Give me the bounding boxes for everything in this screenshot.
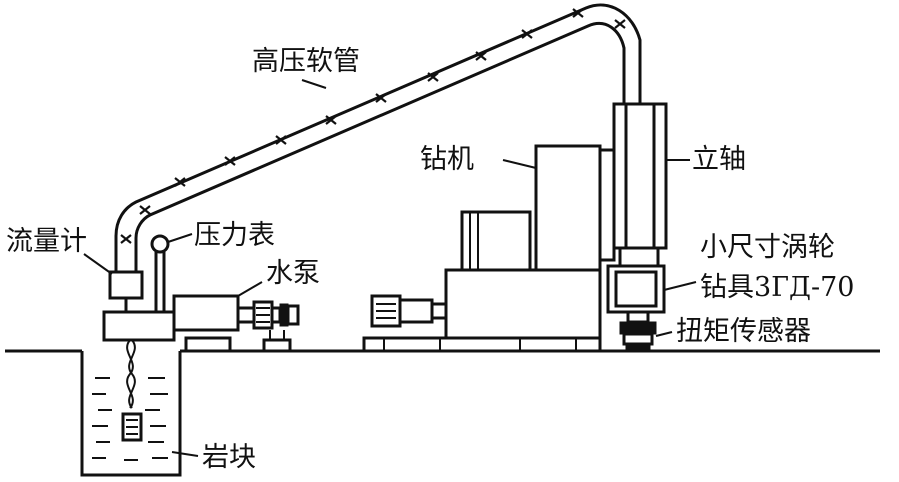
hose-cross-marks <box>120 8 626 244</box>
label-pressure-gauge: 压力表 <box>194 220 275 251</box>
wellhead-block <box>102 310 176 342</box>
label-torque-sensor: 扭矩传感器 <box>676 316 811 347</box>
torque-sensor <box>619 321 657 351</box>
vertical-shaft <box>612 102 668 268</box>
label-rock-block: 岩块 <box>202 442 256 473</box>
flowmeter <box>108 270 144 300</box>
pressure-gauge <box>150 233 193 312</box>
water-pump <box>172 294 300 353</box>
turbine-drilling-tool <box>606 264 666 324</box>
water-dashes <box>92 377 168 461</box>
label-flowmeter: 流量计 <box>6 226 87 257</box>
drill-rig <box>362 144 616 353</box>
leader-lines <box>83 79 697 457</box>
label-turbine-tool-line2: 钻具3ГД-70 <box>700 272 855 303</box>
water-pit <box>80 339 182 477</box>
label-water-pump: 水泵 <box>266 258 320 289</box>
label-drill-rig: 钻机 <box>420 144 474 175</box>
label-turbine-tool-line1: 小尺寸涡轮 <box>700 232 835 263</box>
high-pressure-hose <box>114 3 642 272</box>
label-high-pressure-hose: 高压软管 <box>252 46 360 77</box>
label-vertical-shaft: 立轴 <box>692 144 746 175</box>
